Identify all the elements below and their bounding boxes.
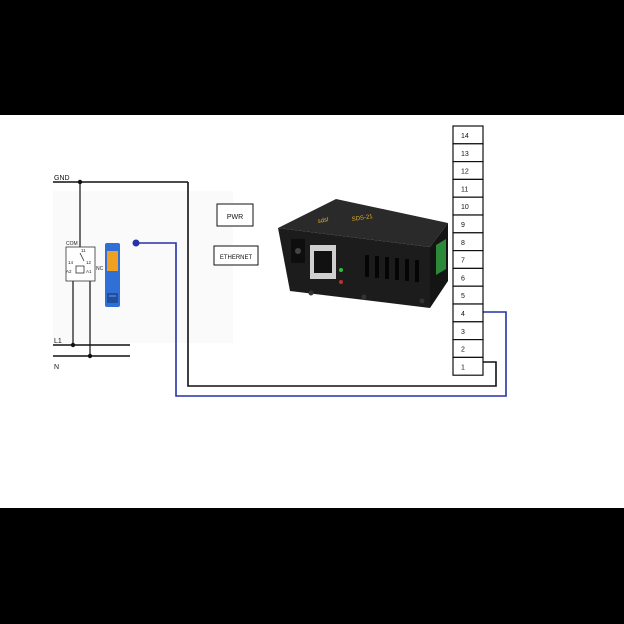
relay-pin-12: 12: [86, 260, 92, 265]
terminal-pin-label: 6: [461, 275, 465, 282]
terminal-pin-label: 3: [461, 329, 465, 336]
relay-symbol: COM 11 14 12 A2 A1 NC: [65, 241, 104, 282]
terminal-cell: [452, 250, 484, 270]
l1-label: L1: [54, 338, 62, 345]
terminal-cell: [452, 232, 484, 252]
device-power-jack-hole: [295, 248, 301, 254]
terminal-pin-label: 9: [461, 222, 465, 229]
terminal-pin-label: 7: [461, 258, 465, 265]
device-brand-text: sdsl: [317, 217, 329, 225]
relay-pin-14: 14: [68, 260, 74, 265]
blue-signal-wire: [136, 242, 507, 397]
terminal-pin-label: 8: [461, 240, 465, 247]
relay-com-label: COM: [66, 241, 78, 247]
terminal-cell: [452, 356, 484, 376]
wiring-diagram-canvas: GND L1 N COM 11 14 12 A2 A1: [0, 115, 624, 508]
relay-pin-a1: A1: [86, 269, 92, 274]
device-model-text: SDS-21: [351, 214, 373, 223]
device-vent-slot: [375, 256, 379, 278]
terminal-pin-label: 14: [461, 133, 469, 140]
letterbox-top: [0, 0, 624, 115]
ethernet-label: ETHERNET: [220, 255, 253, 261]
letterbox-bottom: [0, 508, 624, 624]
pwr-label: PWR: [227, 214, 243, 221]
device-vent-slot: [395, 258, 399, 280]
ethernet-label-box: [213, 245, 259, 266]
relay-pin-11: 11: [81, 248, 86, 253]
device-screw: [308, 290, 314, 296]
terminal-cell: [452, 303, 484, 323]
terminal-pin-label: 5: [461, 293, 465, 300]
terminal-pin-label: 10: [461, 204, 469, 211]
device-red-led: [339, 280, 343, 284]
black-ground-wire: [187, 182, 497, 387]
terminal-pin-label: 13: [461, 151, 469, 158]
terminal-pin-label: 12: [461, 169, 469, 176]
ethernet-device: sdsl SDS-21: [278, 199, 448, 308]
relay-module-orange-block: [107, 251, 118, 271]
terminal-cell: [452, 339, 484, 359]
relay-pin-a2: A2: [66, 269, 72, 274]
device-rj45-opening: [314, 251, 332, 273]
device-vent-slot: [415, 260, 419, 282]
wiring-diagram: GND L1 N COM 11 14 12 A2 A1: [53, 125, 507, 397]
gnd-label: GND: [54, 175, 70, 182]
relay-nc-label: NC: [96, 266, 104, 272]
blue-wire-junction-dot: [132, 239, 140, 247]
device-vent-slot: [385, 257, 389, 279]
device-screw: [361, 294, 367, 300]
relay-coil-symbol: [75, 265, 85, 274]
relay-contact-symbol: [79, 252, 85, 262]
terminal-cell: [452, 214, 484, 234]
device-vent-slot: [405, 259, 409, 281]
device-top-face: [278, 199, 448, 247]
terminal-pin-label: 2: [461, 347, 465, 354]
terminal-cell: [452, 321, 484, 341]
device-screw: [419, 298, 425, 304]
relay-module-terminals: [107, 293, 118, 303]
device-green-led: [339, 268, 343, 272]
terminal-block: 14 13 12 11 10 9 8 7 6 5 4 3 2 1: [452, 125, 484, 376]
terminal-pin-label: 11: [461, 186, 468, 193]
device-green-terminal: [436, 239, 446, 275]
n-label: N: [54, 364, 59, 371]
device-vent-slot: [365, 255, 369, 277]
relay-symbol-box: [65, 246, 96, 282]
terminal-cell: [452, 285, 484, 305]
pwr-label-box: [216, 203, 254, 227]
terminal-pin-label: 4: [461, 311, 465, 318]
relay-module: [105, 243, 120, 307]
terminal-pin-label: 1: [461, 364, 465, 371]
terminal-cell: [452, 267, 484, 287]
